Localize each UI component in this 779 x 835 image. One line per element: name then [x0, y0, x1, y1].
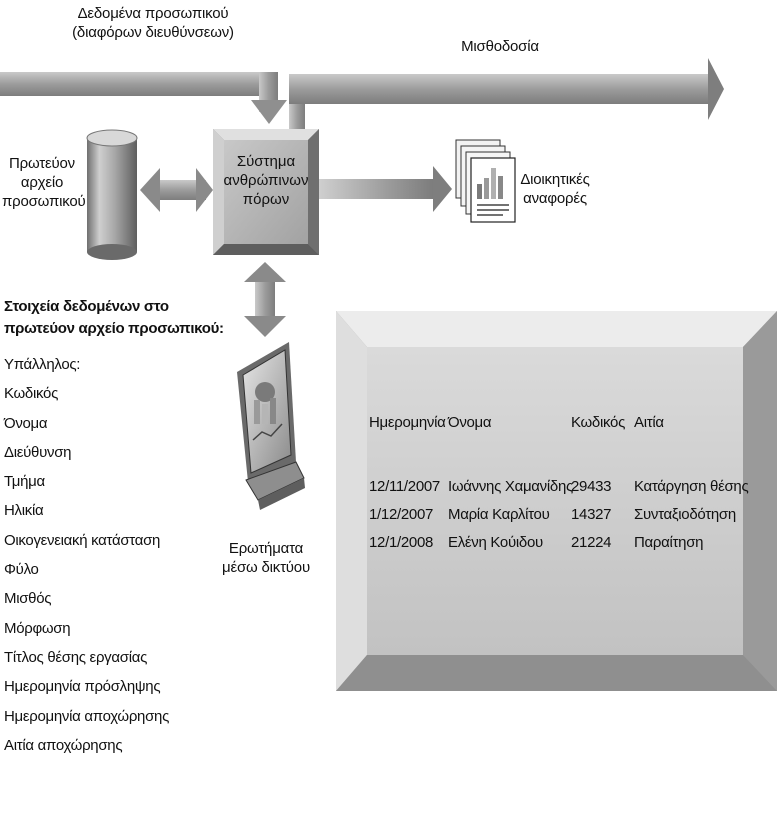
personnel-data-label-line1: Δεδομένα προσωπικού — [77, 5, 229, 22]
table-header-date: Ημερομηνία — [369, 414, 446, 431]
table-header-id: Κωδικός — [571, 414, 626, 431]
field-item: Μισθός — [4, 590, 52, 608]
web-queries-label: Ερωτήματα μέσω δικτύου — [214, 539, 318, 577]
personnel-data-label-line2: (διαφόρων διευθύνσεων) — [72, 24, 234, 41]
table-cell-id: 21224 — [571, 534, 612, 551]
table-header-name: Όνομα — [448, 414, 492, 431]
hr-system-label-line2: ανθρώπινων — [223, 172, 309, 189]
fields-title-line2: πρωτεύον αρχείο προσωπικού: — [4, 320, 224, 337]
field-item: Υπάλληλος: — [4, 356, 81, 373]
master-file-label-line3: προσωπικού — [2, 193, 86, 210]
table-cell-date: 1/12/2007 — [369, 506, 434, 523]
web-queries-double-arrow — [244, 262, 286, 337]
table-cell-name: Μαρία Καρλίτου — [448, 506, 550, 523]
table-cell-date: 12/11/2007 — [369, 478, 440, 495]
personnel-data-label: Δεδομένα προσωπικού (διαφόρων διευθύνσεω… — [66, 4, 240, 42]
management-reports-label-line1: Διοικητικές — [520, 171, 590, 188]
hr-system-box — [213, 129, 319, 255]
table-cell-name: Ελένη Κούιδου — [448, 534, 543, 551]
payroll-label: Μισθοδοσία — [461, 38, 539, 55]
field-item: Αιτία αποχώρησης — [4, 736, 123, 754]
master-file-label: Πρωτεύον αρχείο προσωπικού — [2, 154, 86, 211]
web-queries-label-line2: μέσω δικτύου — [222, 559, 310, 576]
field-item: Οικογενειακή κατάσταση — [4, 531, 161, 549]
database-cylinder-icon — [86, 129, 138, 260]
table-cell-reason: Παραίτηση — [634, 534, 704, 551]
field-item: Ηλικία — [4, 502, 44, 520]
reports-arrow — [319, 166, 452, 212]
reports-document-icon — [455, 139, 516, 223]
master-file-label-line1: Πρωτεύον — [9, 155, 75, 172]
fields-title: Στοιχεία δεδομένων στο πρωτεύον αρχείο π… — [4, 296, 224, 340]
table-panel-frame — [336, 311, 777, 691]
management-reports-label: Διοικητικές αναφορές — [513, 170, 597, 208]
field-item: Τμήμα — [4, 473, 45, 491]
table-cell-reason: Κατάργηση θέσης — [634, 478, 749, 495]
field-item: Μόρφωση — [4, 619, 71, 637]
table-cell-date: 12/1/2008 — [369, 534, 434, 551]
table-header-reason: Αιτία — [634, 414, 664, 431]
table-cell-id: 29433 — [571, 478, 612, 495]
monitor-icon — [237, 342, 305, 510]
master-file-double-arrow — [140, 168, 213, 212]
field-item: Ημερομηνία πρόσληψης — [4, 678, 161, 696]
field-item: Διεύθυνση — [4, 443, 72, 461]
personnel-data-arrow — [0, 72, 287, 124]
hr-system-label-line1: Σύστημα — [236, 153, 296, 170]
fields-list: Υπάλληλος: Κωδικός Όνομα Διεύθυνση Τμήμα… — [4, 350, 169, 760]
hr-system-label: Σύστημα ανθρώπινων πόρων — [213, 152, 319, 209]
table-cell-reason: Συνταξιοδότηση — [634, 506, 736, 523]
master-file-label-line2: αρχείο — [20, 174, 64, 191]
field-item: Όνομα — [4, 414, 48, 432]
web-queries-label-line1: Ερωτήματα — [228, 540, 304, 557]
field-item: Κωδικός — [4, 385, 59, 403]
table-cell-name: Ιωάννης Χαμανίδης — [448, 478, 573, 495]
field-item: Φύλο — [4, 561, 39, 579]
table-cell-id: 14327 — [571, 506, 612, 523]
field-item: Τίτλος θέσης εργασίας — [4, 648, 148, 666]
management-reports-label-line2: αναφορές — [523, 190, 587, 207]
hr-system-label-line3: πόρων — [242, 191, 290, 208]
payroll-arrow — [289, 58, 724, 129]
field-item: Ημερομηνία αποχώρησης — [4, 707, 170, 725]
fields-title-line1: Στοιχεία δεδομένων στο — [4, 298, 169, 315]
